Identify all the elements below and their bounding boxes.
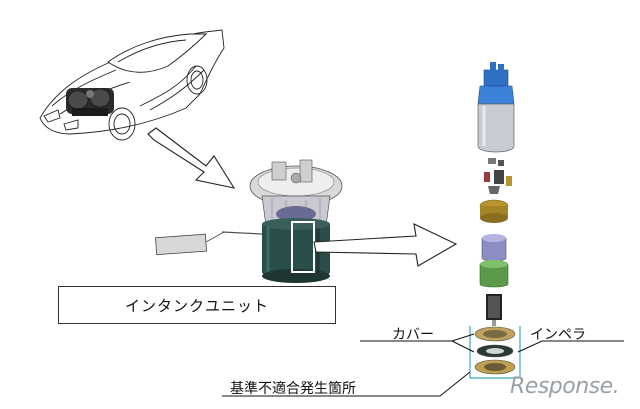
car-drawing [39,29,225,141]
arrow-car-to-module [147,127,236,189]
arrow-module-to-exploded [313,223,458,267]
defect-location-label: 基準不適合発生箇所 [230,381,356,397]
in-tank-unit-label: インタンクユニット [124,296,269,315]
impeller-label: インペラ [530,327,586,343]
in-tank-unit-drawing [155,159,343,283]
response-watermark: Response. [510,374,620,399]
car-engine-cluster [66,88,114,116]
exploded-pump-view [469,62,521,379]
callout-lines [222,333,624,397]
in-tank-unit-label-box: インタンクユニット [58,286,336,324]
cover-label: カバー [392,327,434,343]
